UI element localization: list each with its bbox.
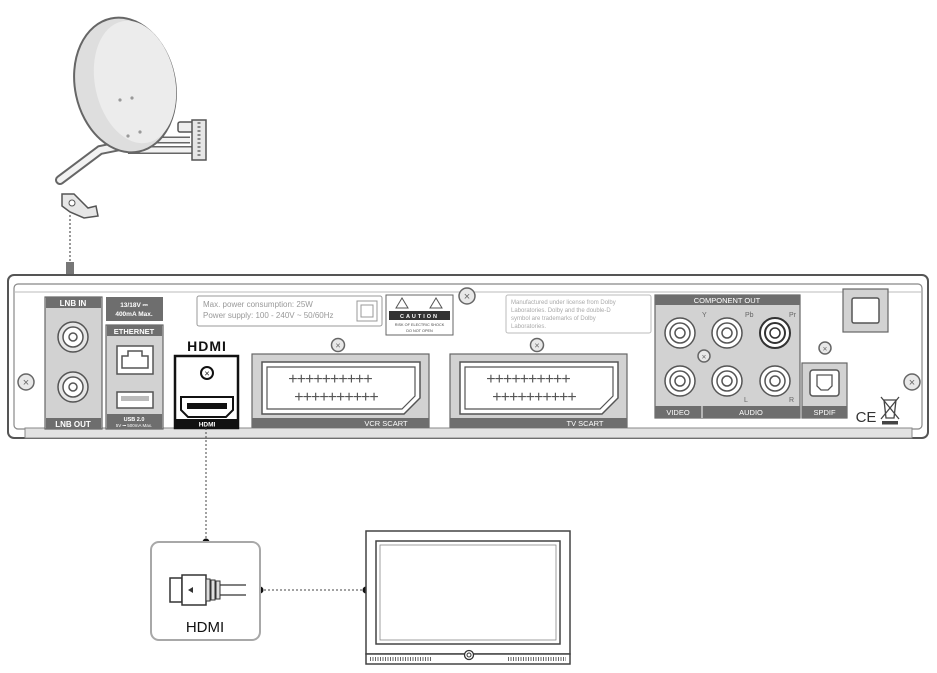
- svg-text:×: ×: [534, 341, 539, 351]
- television: [365, 530, 571, 665]
- tv-scart-connector[interactable]: ++++++++++ ++++++++++: [459, 361, 619, 415]
- svg-text:R: R: [789, 397, 794, 404]
- lnb-in-label: LNB IN: [60, 299, 87, 308]
- svg-text:DO NOT OPEN: DO NOT OPEN: [406, 329, 433, 333]
- lnb-out-label: LNB OUT: [55, 420, 91, 429]
- video-jack[interactable]: [664, 365, 696, 397]
- video-label: VIDEO: [666, 408, 690, 417]
- component-out-block: COMPONENT OUT Y Pb Pr ×: [654, 294, 801, 419]
- caution-label: CAUTION RISK OF ELECTRIC SHOCK DO NOT OP…: [385, 294, 454, 336]
- lnb-block: LNB IN LNB OUT: [44, 296, 103, 430]
- dolby-notice: Manufactured under license from Dolby La…: [505, 294, 652, 334]
- lnb-in-connector[interactable]: [57, 321, 89, 353]
- svg-text:++++++++++: ++++++++++: [294, 389, 378, 406]
- spdif-block: × SPDIF: [801, 341, 848, 419]
- satellite-dish: [55, 16, 207, 284]
- svg-text:Pr: Pr: [789, 312, 797, 319]
- svg-text:×: ×: [702, 353, 707, 362]
- svg-text:×: ×: [335, 341, 340, 351]
- hdmi-block: HDMI × HDMI: [173, 338, 240, 430]
- screw-icon: ×: [903, 373, 921, 391]
- lnb-power-label: 13/18V ⎓ 400mA Max.: [106, 297, 163, 321]
- audio-left-jack[interactable]: [711, 365, 743, 397]
- screw-icon: ×: [458, 287, 476, 305]
- component-out-label: COMPONENT OUT: [694, 296, 761, 305]
- vcr-scart-label: VCR SCART: [364, 419, 408, 428]
- svg-text:CAUTION: CAUTION: [400, 314, 439, 320]
- tv-scart-label: TV SCART: [567, 419, 604, 428]
- ethernet-port[interactable]: [116, 345, 154, 375]
- usb-label: USB 2.0: [124, 417, 145, 423]
- ethernet-label: ETHERNET: [114, 327, 155, 336]
- ethernet-usb-block: ETHERNET USB 2.0 5V ⎓ 500mA Max.: [105, 324, 164, 430]
- audio-right-jack[interactable]: [759, 365, 791, 397]
- usb-power-label: 5V ⎓ 500mA Max.: [116, 423, 153, 428]
- screw-icon: ×: [200, 366, 214, 380]
- lnb-out-connector[interactable]: [57, 371, 89, 403]
- hdmi-cable-label: HDMI: [186, 619, 224, 636]
- svg-text:×: ×: [909, 377, 915, 389]
- svg-text:13/18V ⎓: 13/18V ⎓: [120, 302, 148, 309]
- hdmi-port-label: HDMI: [199, 422, 216, 429]
- screw-icon: ×: [818, 341, 832, 355]
- power-button-icon: [463, 649, 475, 661]
- svg-text:×: ×: [204, 369, 209, 379]
- svg-text:++++++++++: ++++++++++: [288, 371, 372, 388]
- spdif-label: SPDIF: [813, 408, 836, 417]
- svg-text:++++++++++: ++++++++++: [492, 389, 576, 406]
- vcr-scart-block: × ++++++++++ ++++++++++ VCR SCART: [251, 337, 430, 428]
- screw-icon: ×: [330, 337, 346, 353]
- svg-text:L: L: [744, 397, 748, 404]
- screw-icon: ×: [529, 337, 545, 353]
- fan-vent: [842, 288, 889, 333]
- svg-text:Y: Y: [702, 312, 707, 319]
- svg-text:RISK OF ELECTRIC SHOCK: RISK OF ELECTRIC SHOCK: [395, 323, 445, 327]
- svg-text:×: ×: [823, 345, 828, 354]
- usb-port[interactable]: [116, 391, 154, 409]
- svg-text:++++++++++: ++++++++++: [486, 371, 570, 388]
- component-pb-jack[interactable]: [711, 317, 743, 349]
- power-info-box: Max. power consumption: 25W Power supply…: [196, 295, 383, 327]
- screw-icon: ×: [17, 373, 35, 391]
- svg-text:×: ×: [464, 291, 470, 303]
- svg-text:symbol are trademarks of Dolby: symbol are trademarks of Dolby: [511, 316, 596, 322]
- audio-label: AUDIO: [739, 408, 763, 417]
- svg-text:×: ×: [23, 377, 29, 389]
- screw-icon: ×: [697, 349, 711, 363]
- svg-text:Manufactured under license fro: Manufactured under license from Dolby: [511, 300, 616, 306]
- hdmi-logo: HDMI: [187, 338, 227, 354]
- receiver-rear-panel: × × × LNB IN LNB OUT: [7, 274, 929, 439]
- svg-text:Laboratories.: Laboratories.: [511, 324, 546, 330]
- svg-text:400mA Max.: 400mA Max.: [115, 311, 153, 318]
- component-y-jack[interactable]: [664, 317, 696, 349]
- ce-mark: CE: [856, 409, 877, 426]
- weee-icon: [880, 396, 900, 425]
- hdmi-plug-icon: [169, 574, 246, 606]
- tv-scart-block: × ++++++++++ ++++++++++ TV SCART: [449, 337, 628, 428]
- svg-text:Laboratories. Dolby and the do: Laboratories. Dolby and the double-D: [511, 308, 611, 314]
- svg-text:Power supply: 100 - 240V ~ 50/: Power supply: 100 - 240V ~ 50/60Hz: [203, 311, 334, 320]
- hdmi-port[interactable]: [180, 396, 234, 418]
- hdmi-cable-callout: HDMI: [150, 541, 261, 641]
- vcr-scart-connector[interactable]: ++++++++++ ++++++++++: [261, 361, 421, 415]
- svg-text:Max. power consumption: 25W: Max. power consumption: 25W: [203, 300, 313, 309]
- svg-text:Pb: Pb: [745, 312, 754, 319]
- spdif-port[interactable]: [809, 369, 840, 397]
- component-pr-jack[interactable]: [759, 317, 791, 349]
